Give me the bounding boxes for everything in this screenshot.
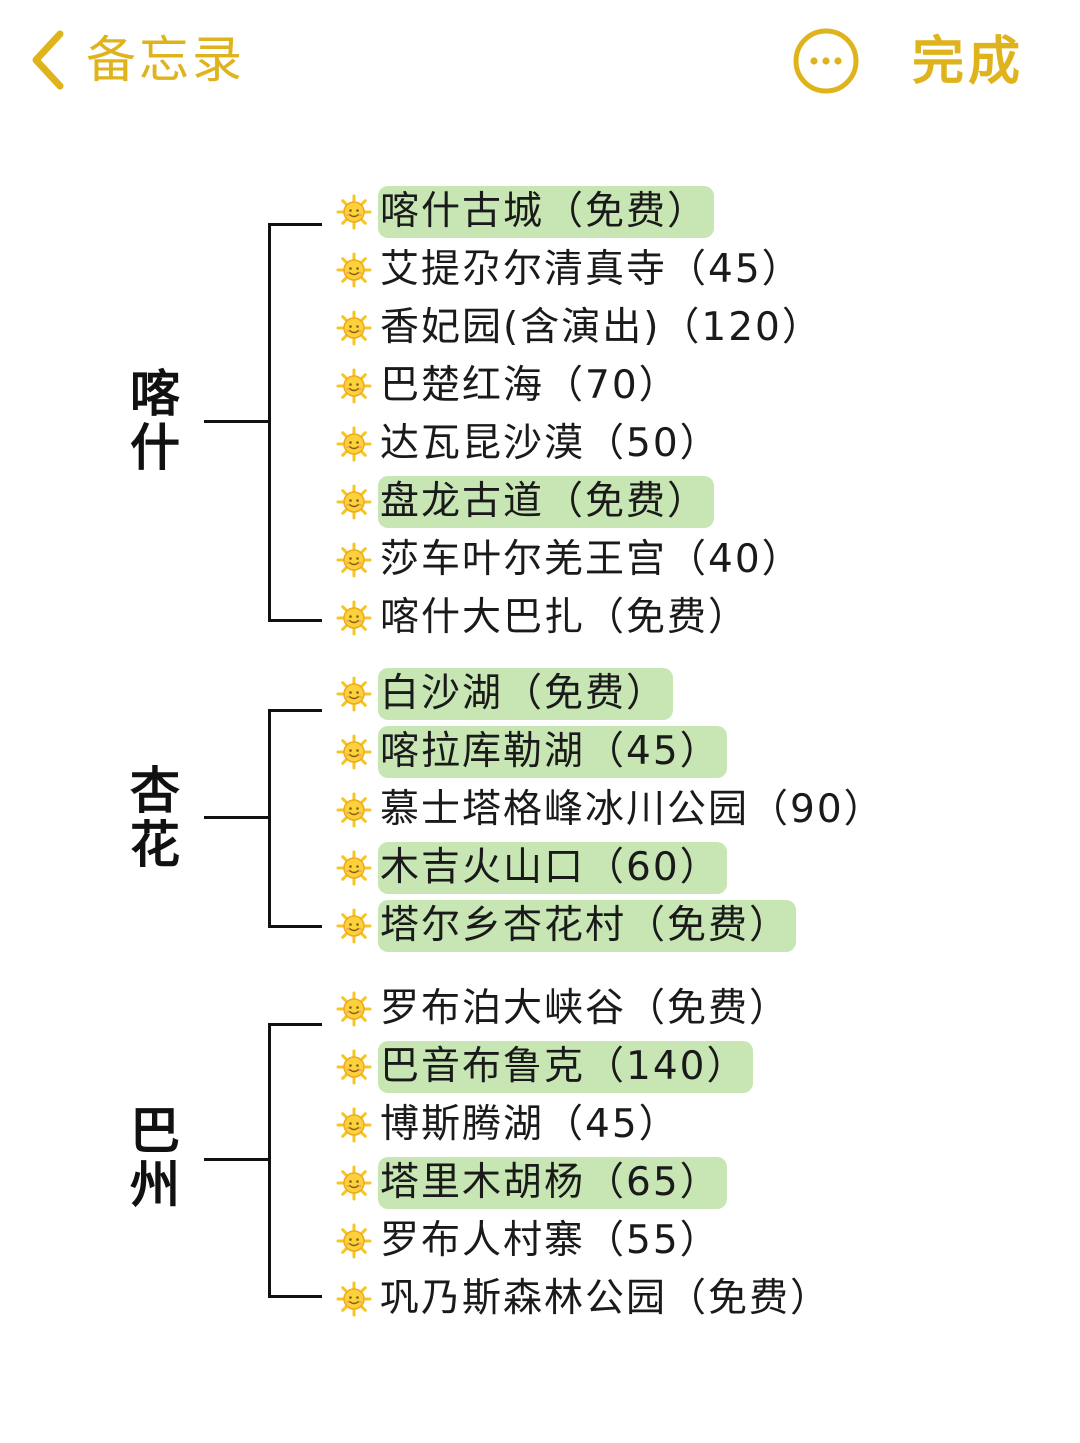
region-label-bazhou: 巴州 xyxy=(120,1104,190,1212)
list-item: 白沙湖（免费） xyxy=(336,668,674,720)
sun-icon xyxy=(336,426,372,462)
list-item: 博斯腾湖（45） xyxy=(336,1099,686,1151)
list-item: 慕士塔格峰冰川公园（90） xyxy=(336,784,891,836)
list-item: 巩乃斯森林公园（免费） xyxy=(336,1273,837,1325)
list-item-text: 莎车叶尔羌王宫（40） xyxy=(380,537,803,582)
list-item-text: 喀拉库勒湖（45） xyxy=(378,726,727,778)
tree-connector xyxy=(204,420,270,423)
list-item-text: 盘龙古道（免费） xyxy=(378,476,715,528)
sun-icon xyxy=(336,676,372,712)
tree-connector xyxy=(268,1295,322,1298)
navigation-bar: 备忘录 完成 xyxy=(0,0,1080,125)
more-options-button[interactable] xyxy=(792,27,860,95)
list-item-text: 白沙湖（免费） xyxy=(378,668,674,720)
list-item: 香妃园(含演出)（120） xyxy=(336,302,829,354)
sun-icon xyxy=(336,1281,372,1317)
list-item: 罗布泊大峡谷（免费） xyxy=(336,983,796,1035)
region-label-apricot: 杏花 xyxy=(120,764,190,872)
list-item: 木吉火山口（60） xyxy=(336,842,727,894)
list-item-text: 慕士塔格峰冰川公园（90） xyxy=(380,787,885,832)
tree-connector xyxy=(268,709,271,928)
sun-icon xyxy=(336,1107,372,1143)
list-item: 喀什古城（免费） xyxy=(336,186,715,238)
list-item: 达瓦昆沙漠（50） xyxy=(336,418,727,470)
tree-connector xyxy=(268,619,322,622)
list-item-text: 巴音布鲁克（140） xyxy=(378,1041,754,1093)
list-item-text: 艾提尕尔清真寺（45） xyxy=(380,247,803,292)
list-item: 巴音布鲁克（140） xyxy=(336,1041,754,1093)
chevron-left-icon xyxy=(32,30,64,90)
list-item-text: 巩乃斯森林公园（免费） xyxy=(380,1276,832,1321)
list-item: 塔尔乡杏花村（免费） xyxy=(336,900,797,952)
sun-icon xyxy=(336,1223,372,1259)
done-button[interactable]: 完成 xyxy=(912,32,1025,92)
sun-icon xyxy=(336,734,372,770)
region-label-text: 巴州 xyxy=(130,1102,180,1214)
list-item-text: 塔里木胡杨（65） xyxy=(378,1157,727,1209)
list-item-text: 香妃园(含演出)（120） xyxy=(380,305,823,350)
sun-icon xyxy=(336,484,372,520)
list-item: 罗布人村寨（55） xyxy=(336,1215,727,1267)
list-item: 莎车叶尔羌王宫（40） xyxy=(336,534,809,586)
sun-icon xyxy=(336,850,372,886)
list-item-text: 罗布泊大峡谷（免费） xyxy=(380,986,791,1031)
sun-icon xyxy=(336,542,372,578)
tree-connector xyxy=(204,1158,270,1161)
list-item-text: 喀什古城（免费） xyxy=(378,186,715,238)
back-button-label: 备忘录 xyxy=(86,31,245,89)
sun-icon xyxy=(336,792,372,828)
tree-connector xyxy=(268,1023,322,1026)
sun-icon xyxy=(336,600,372,636)
tree-connector xyxy=(268,223,271,622)
sun-icon xyxy=(336,252,372,288)
region-label-text: 杏花 xyxy=(130,762,180,874)
region-label-kashgar: 喀什 xyxy=(120,367,190,475)
sun-icon xyxy=(336,310,372,346)
tree-connector xyxy=(268,709,322,712)
list-item: 喀拉库勒湖（45） xyxy=(336,726,727,778)
list-item-text: 罗布人村寨（55） xyxy=(380,1218,721,1263)
back-button[interactable]: 备忘录 xyxy=(28,24,245,96)
list-item: 艾提尕尔清真寺（45） xyxy=(336,244,809,296)
region-label-text: 喀什 xyxy=(130,365,180,477)
sun-icon xyxy=(336,991,372,1027)
list-item-text: 博斯腾湖（45） xyxy=(380,1102,680,1147)
list-item-text: 巴楚红海（70） xyxy=(380,363,680,408)
tree-connector xyxy=(204,816,270,819)
tree-connector xyxy=(268,925,322,928)
more-circle-icon xyxy=(793,28,859,94)
list-item: 巴楚红海（70） xyxy=(336,360,686,412)
list-item-text: 达瓦昆沙漠（50） xyxy=(380,421,721,466)
sun-icon xyxy=(336,194,372,230)
list-item: 盘龙古道（免费） xyxy=(336,476,715,528)
sun-icon xyxy=(336,1049,372,1085)
list-item-text: 喀什大巴扎（免费） xyxy=(380,595,750,640)
sun-icon xyxy=(336,368,372,404)
list-item-text: 塔尔乡杏花村（免费） xyxy=(378,900,797,952)
tree-connector xyxy=(268,1023,271,1298)
sun-icon xyxy=(336,908,372,944)
list-item: 喀什大巴扎（免费） xyxy=(336,592,755,644)
list-item: 塔里木胡杨（65） xyxy=(336,1157,727,1209)
sun-icon xyxy=(336,1165,372,1201)
tree-connector xyxy=(268,223,322,226)
list-item-text: 木吉火山口（60） xyxy=(378,842,727,894)
